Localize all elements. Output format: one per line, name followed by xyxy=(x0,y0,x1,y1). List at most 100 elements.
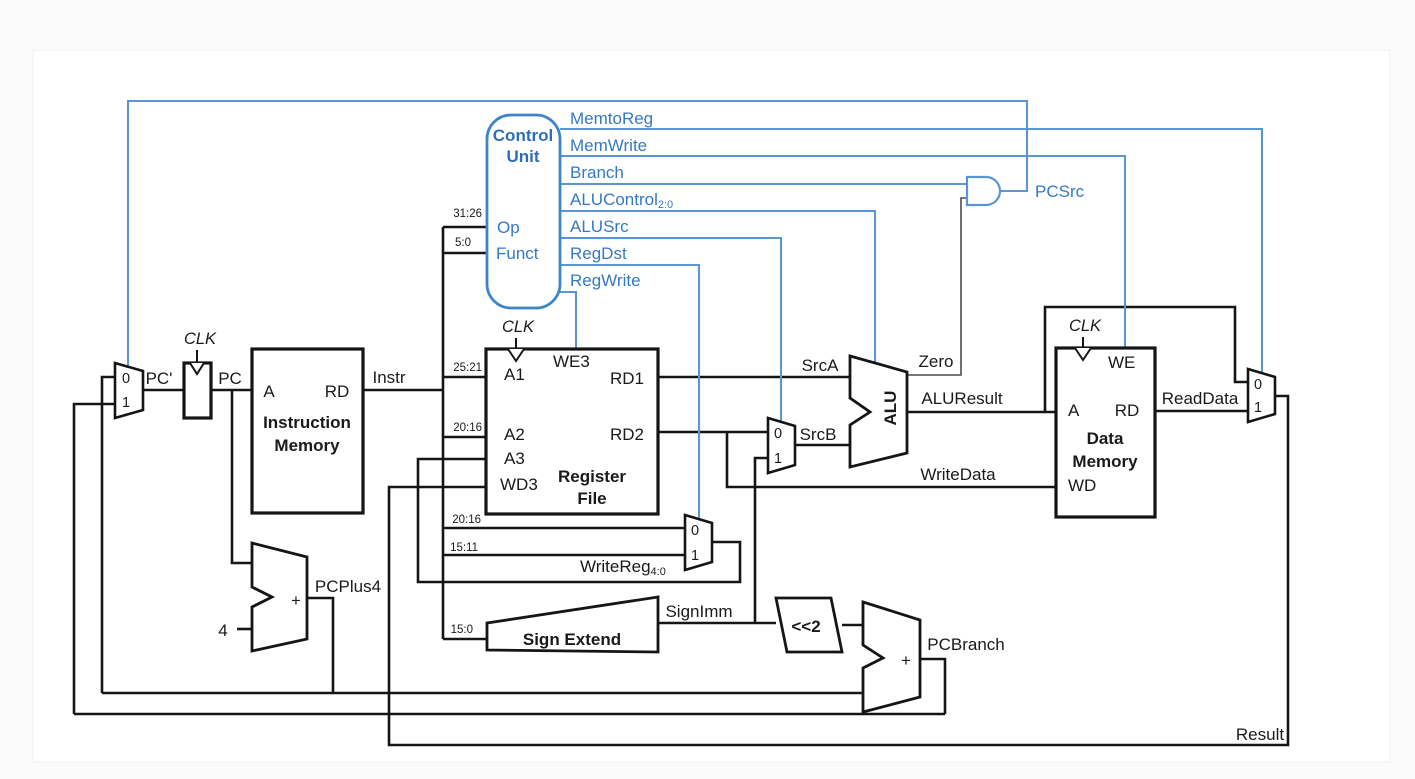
rf-port-a3: A3 xyxy=(504,449,525,468)
slice-funct: 5:0 xyxy=(455,237,471,249)
slice-op: 31:26 xyxy=(453,208,482,220)
alu-label: ALU xyxy=(881,391,900,426)
slice-rt: 20:16 xyxy=(452,514,481,526)
dm-port-we: WE xyxy=(1108,353,1135,372)
pcplus4-adder xyxy=(250,541,309,653)
im-port-rd: RD xyxy=(325,382,350,401)
label-aluresult: ALUResult xyxy=(921,389,1003,408)
rf-port-wd3: WD3 xyxy=(500,475,538,494)
writereg-mux-1: 1 xyxy=(691,548,699,564)
label-signimm: SignImm xyxy=(665,602,732,621)
label-writedata: WriteData xyxy=(920,465,996,484)
data-memory xyxy=(1054,346,1157,519)
label-const-4: 4 xyxy=(218,621,227,640)
control-port-funct: Funct xyxy=(496,244,539,263)
control-port-op: Op xyxy=(497,218,520,237)
instruction-memory xyxy=(250,347,365,515)
slice-imm: 15:0 xyxy=(451,624,473,636)
sign-extend-title: Sign Extend xyxy=(523,630,621,649)
rf-port-a2: A2 xyxy=(504,425,525,444)
alu-block xyxy=(848,354,909,469)
and-gate xyxy=(965,175,1002,207)
control-unit xyxy=(485,113,562,310)
clk-wedge-regfile xyxy=(507,348,525,363)
wire-zero xyxy=(907,197,967,376)
label-pc-prime: PC' xyxy=(146,369,173,388)
label-readdata: ReadData xyxy=(1162,389,1239,408)
wire-memtoreg xyxy=(560,127,1264,372)
im-title-2: Memory xyxy=(274,436,340,455)
wire-result-loop xyxy=(387,394,1290,747)
control-wires xyxy=(126,99,1264,519)
label-instr: Instr xyxy=(372,368,405,387)
label-srca: SrcA xyxy=(802,356,840,375)
label-result: Result xyxy=(1236,725,1284,744)
slice-a1: 25:21 xyxy=(453,362,482,374)
label-pc: PC xyxy=(218,369,242,388)
sign-extend-block xyxy=(485,595,660,654)
rf-port-rd2: RD2 xyxy=(610,425,644,444)
label-pcplus4: PCPlus4 xyxy=(315,577,381,596)
wire-pc-to-adder xyxy=(230,390,252,565)
im-port-a: A xyxy=(263,382,275,401)
shift-left-2-block xyxy=(774,596,844,654)
srcb-mux-1: 1 xyxy=(774,451,782,467)
srcb-mux xyxy=(766,416,797,475)
writereg-mux xyxy=(683,513,714,572)
dm-port-wd: WD xyxy=(1068,476,1096,495)
datapath-wires xyxy=(72,225,1290,747)
control-unit-title-1: Control xyxy=(493,126,553,145)
dm-title-1: Data xyxy=(1087,429,1124,448)
wire-regwrite xyxy=(560,290,578,349)
control-unit-title-2: Unit xyxy=(506,147,539,166)
wire-pcsrc xyxy=(126,99,1029,367)
wire-memwrite xyxy=(560,154,1127,348)
dm-port-a: A xyxy=(1068,401,1080,420)
wire-regdst xyxy=(560,263,701,519)
pc-mux-1: 1 xyxy=(122,395,130,411)
signal-memwrite: MemWrite xyxy=(570,136,647,155)
slice-rd: 15:11 xyxy=(450,542,478,554)
result-mux-0: 0 xyxy=(1254,377,1262,393)
pcbranch-plus-sign: + xyxy=(901,651,911,670)
wire-alusrc xyxy=(560,236,783,421)
signal-branch: Branch xyxy=(570,163,624,182)
register-file xyxy=(484,347,660,516)
clk-wedge-datamem xyxy=(1074,347,1092,362)
im-title-1: Instruction xyxy=(263,413,351,432)
wire-aluresult-bypass xyxy=(1043,305,1248,412)
dm-port-rd: RD xyxy=(1115,401,1140,420)
result-mux xyxy=(1246,367,1277,424)
clk-label-datamem: CLK xyxy=(1069,317,1102,335)
srcb-mux-0: 0 xyxy=(774,426,782,442)
rf-port-we3: WE3 xyxy=(553,352,590,371)
wire-pcplus4-out xyxy=(307,596,335,693)
label-writereg: WriteReg4:0 xyxy=(580,557,666,578)
label-srcb: SrcB xyxy=(800,425,837,444)
signal-memtoreg: MemtoReg xyxy=(570,109,653,128)
dm-title-2: Memory xyxy=(1072,452,1138,471)
wire-writedata xyxy=(725,432,1056,489)
clk-wedge-pc xyxy=(189,362,205,376)
wire-signimm-riser xyxy=(753,456,768,623)
rf-title-2: File xyxy=(577,489,606,508)
wire-alucontrol xyxy=(560,209,877,363)
signal-regwrite: RegWrite xyxy=(570,271,641,290)
rf-port-rd1: RD1 xyxy=(610,369,644,388)
signal-alusrc: ALUSrc xyxy=(570,217,629,236)
signal-regdst: RegDst xyxy=(570,244,627,263)
pcbranch-adder xyxy=(861,600,922,714)
pc-mux-0: 0 xyxy=(122,371,130,387)
wire-pcbranch-out xyxy=(920,657,947,714)
clk-label-regfile: CLK xyxy=(502,318,535,336)
shift-left-2-label: <<2 xyxy=(791,617,820,636)
rf-port-a1: A1 xyxy=(504,365,525,384)
signal-alucontrol: ALUControl2:0 xyxy=(570,190,673,211)
clk-label-pc: CLK xyxy=(184,330,217,348)
wire-pcbranch-to-mux1 xyxy=(72,402,115,714)
label-zero: Zero xyxy=(919,352,954,371)
pcplus4-plus-sign: + xyxy=(291,591,301,610)
result-mux-1: 1 xyxy=(1254,400,1262,416)
slice-a2: 20:16 xyxy=(453,422,482,434)
